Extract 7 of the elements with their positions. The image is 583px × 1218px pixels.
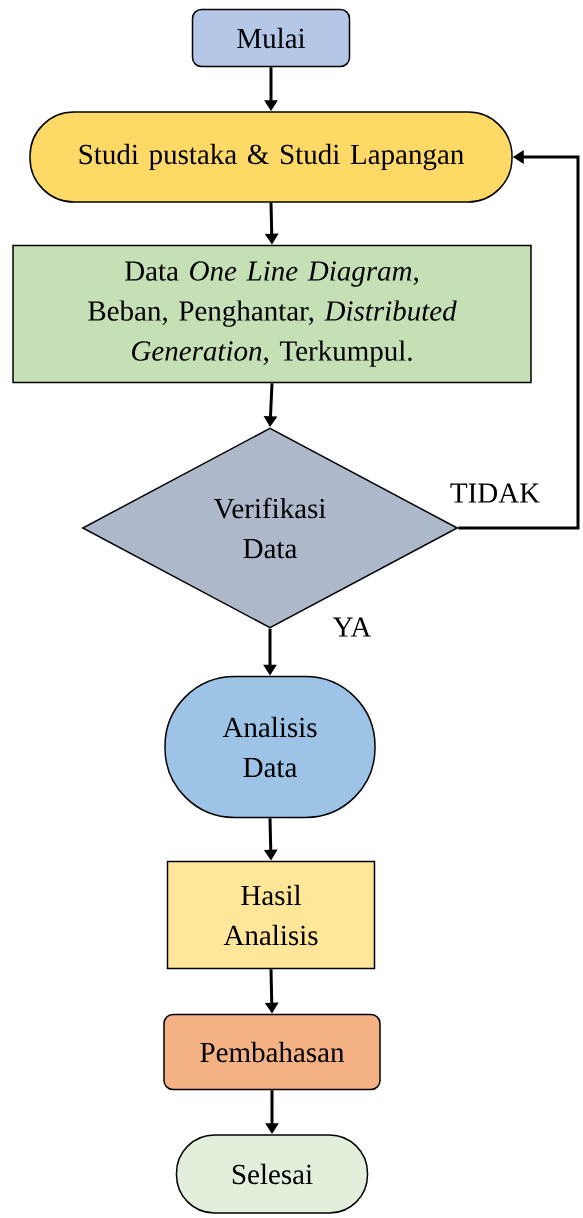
terminator-box: Selesai <box>175 1134 369 1214</box>
terminator-box: Studi pustaka & Studi Lapangan <box>29 111 513 203</box>
process-box: Data One Line Diagram, Beban, Penghantar, Distributed Generation, Terkumpul. <box>12 244 532 384</box>
process-box: Mulai <box>191 8 351 68</box>
process-box: Pembahasan <box>163 1013 381 1091</box>
process-box: Hasil Analisis <box>166 860 376 970</box>
terminator-box: Analisis Data <box>164 675 376 819</box>
